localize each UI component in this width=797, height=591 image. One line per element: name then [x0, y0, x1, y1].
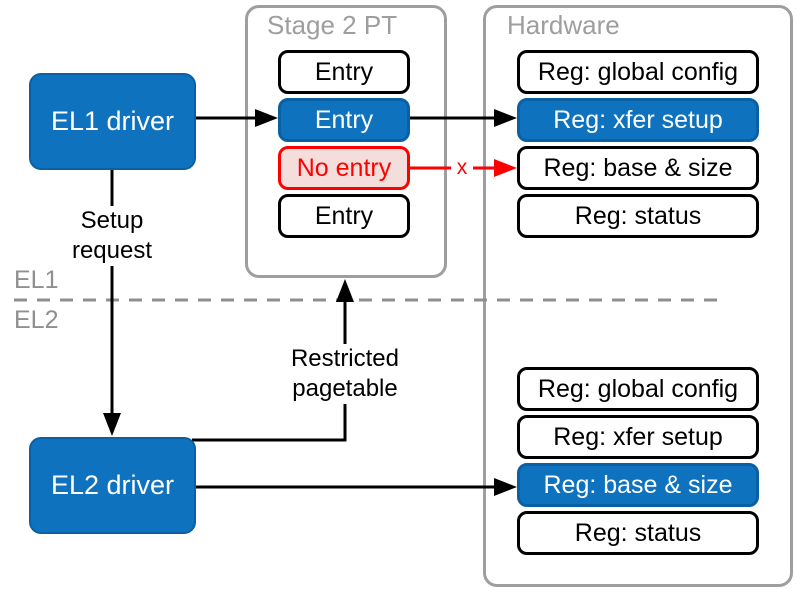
restricted-pagetable-note: Restricted pagetable [281, 344, 409, 404]
stage2pt-panel [245, 5, 447, 278]
setup-request-note: Setup request [57, 206, 167, 266]
reg-el2-base-size: Reg: base & size [517, 463, 759, 507]
el1-driver-box: EL1 driver [29, 73, 196, 170]
reg-el1-global-config: Reg: global config [517, 50, 759, 94]
el2-driver-box: EL2 driver [29, 437, 196, 534]
reg-el1-status: Reg: status [517, 194, 759, 238]
el1-level-label: EL1 [14, 266, 59, 294]
pt-entry-1: Entry [278, 50, 410, 94]
el2-level-label: EL2 [14, 306, 59, 334]
blocked-x-marker: x [451, 155, 473, 181]
pt-entry-4: Entry [278, 194, 410, 238]
pt-entry-3-no-entry: No entry [278, 146, 410, 190]
reg-el1-xfer-setup: Reg: xfer setup [517, 98, 759, 142]
reg-el1-base-size: Reg: base & size [517, 146, 759, 190]
stage2pt-title: Stage 2 PT [267, 10, 398, 40]
el2-driver-to-reg-arrow [192, 478, 517, 496]
reg-el2-xfer-setup: Reg: xfer setup [517, 415, 759, 459]
hardware-title: Hardware [507, 10, 620, 40]
reg-el2-status: Reg: status [517, 511, 759, 555]
reg-el2-global-config: Reg: global config [517, 367, 759, 411]
hardware-panel [483, 5, 793, 587]
pt-entry-2: Entry [278, 98, 410, 142]
